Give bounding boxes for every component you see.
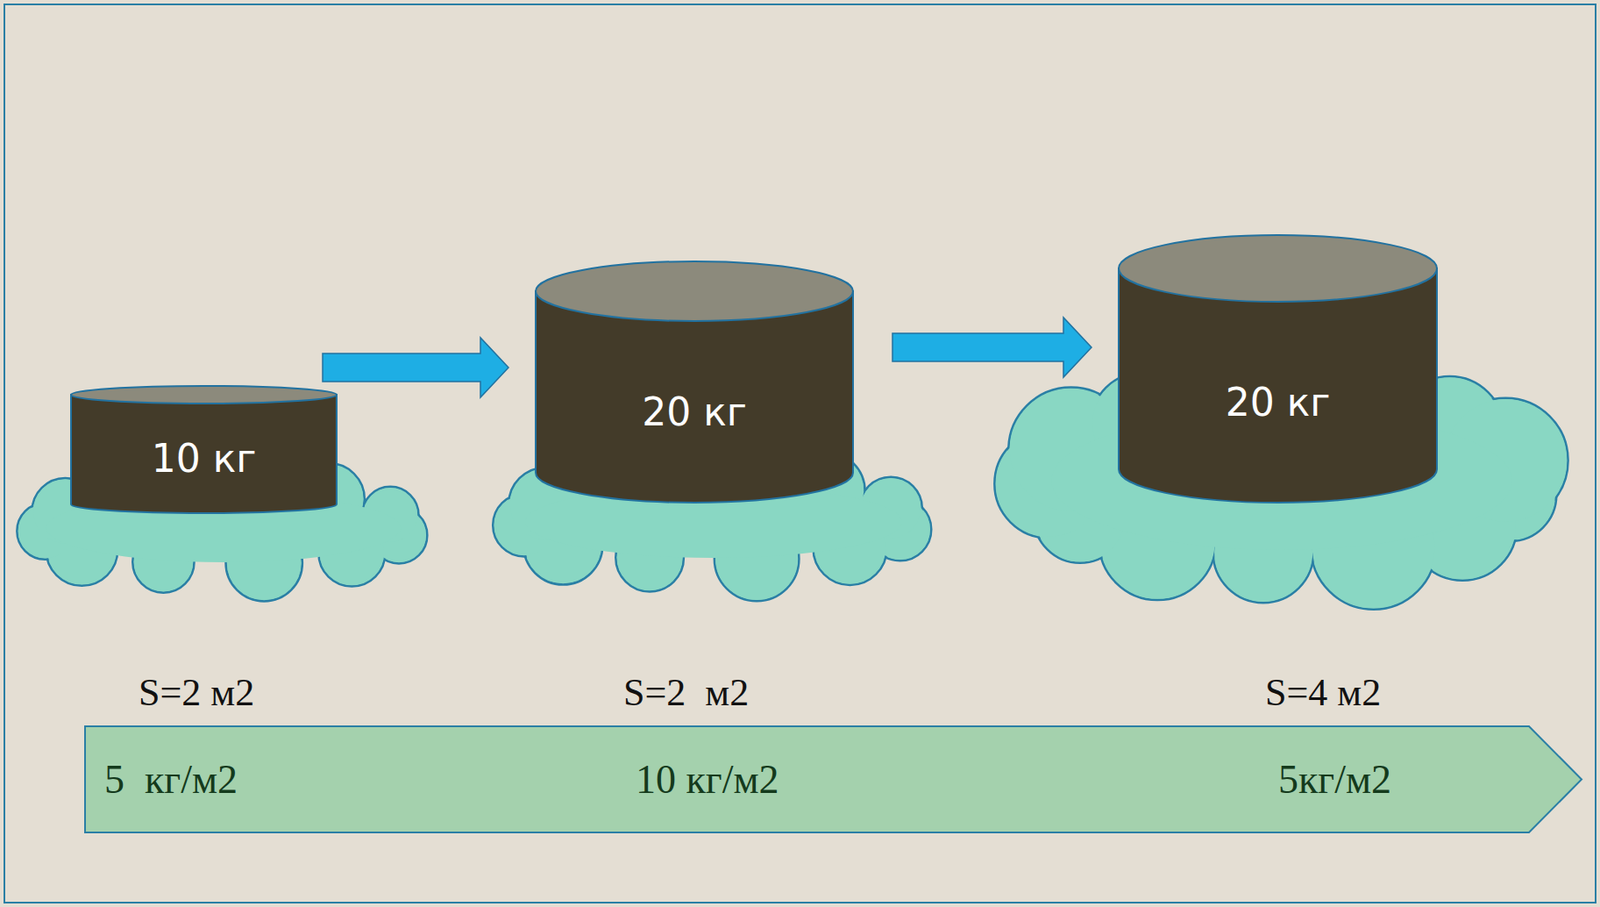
pressure-value: 5 кг/м2	[104, 755, 238, 803]
area-label: S=2 м2	[623, 669, 749, 715]
cylinder-body	[535, 291, 854, 503]
cylinder-shape	[535, 261, 854, 503]
band-arrow	[85, 725, 1582, 832]
slide-frame	[4, 4, 1596, 903]
block-arrow	[892, 317, 1092, 377]
cylinder-body	[71, 394, 337, 513]
pressure-band: 5 кг/м2 10 кг/м2 5кг/м2	[85, 725, 1582, 832]
block-arrow	[322, 337, 509, 398]
cylinder-top	[535, 261, 854, 321]
cylinder-shape	[1118, 234, 1437, 503]
mass-label: 20 кг	[1225, 379, 1331, 425]
area-label: S=4 м2	[1265, 669, 1381, 715]
pressure-value: 10 кг/м2	[635, 755, 780, 803]
cylinder-top	[71, 385, 337, 404]
area-label: S=2 м2	[138, 669, 255, 715]
cylinder-body	[1118, 268, 1437, 503]
pressure-value: 5кг/м2	[1278, 755, 1392, 803]
weight-cylinder: 20 кг	[1118, 234, 1437, 503]
mass-label: 20 кг	[641, 389, 747, 434]
mass-label: 10 кг	[151, 435, 257, 481]
cylinder-top	[1118, 234, 1437, 302]
weight-cylinder: 10 кг	[71, 385, 337, 513]
weight-cylinder: 20 кг	[535, 261, 854, 503]
